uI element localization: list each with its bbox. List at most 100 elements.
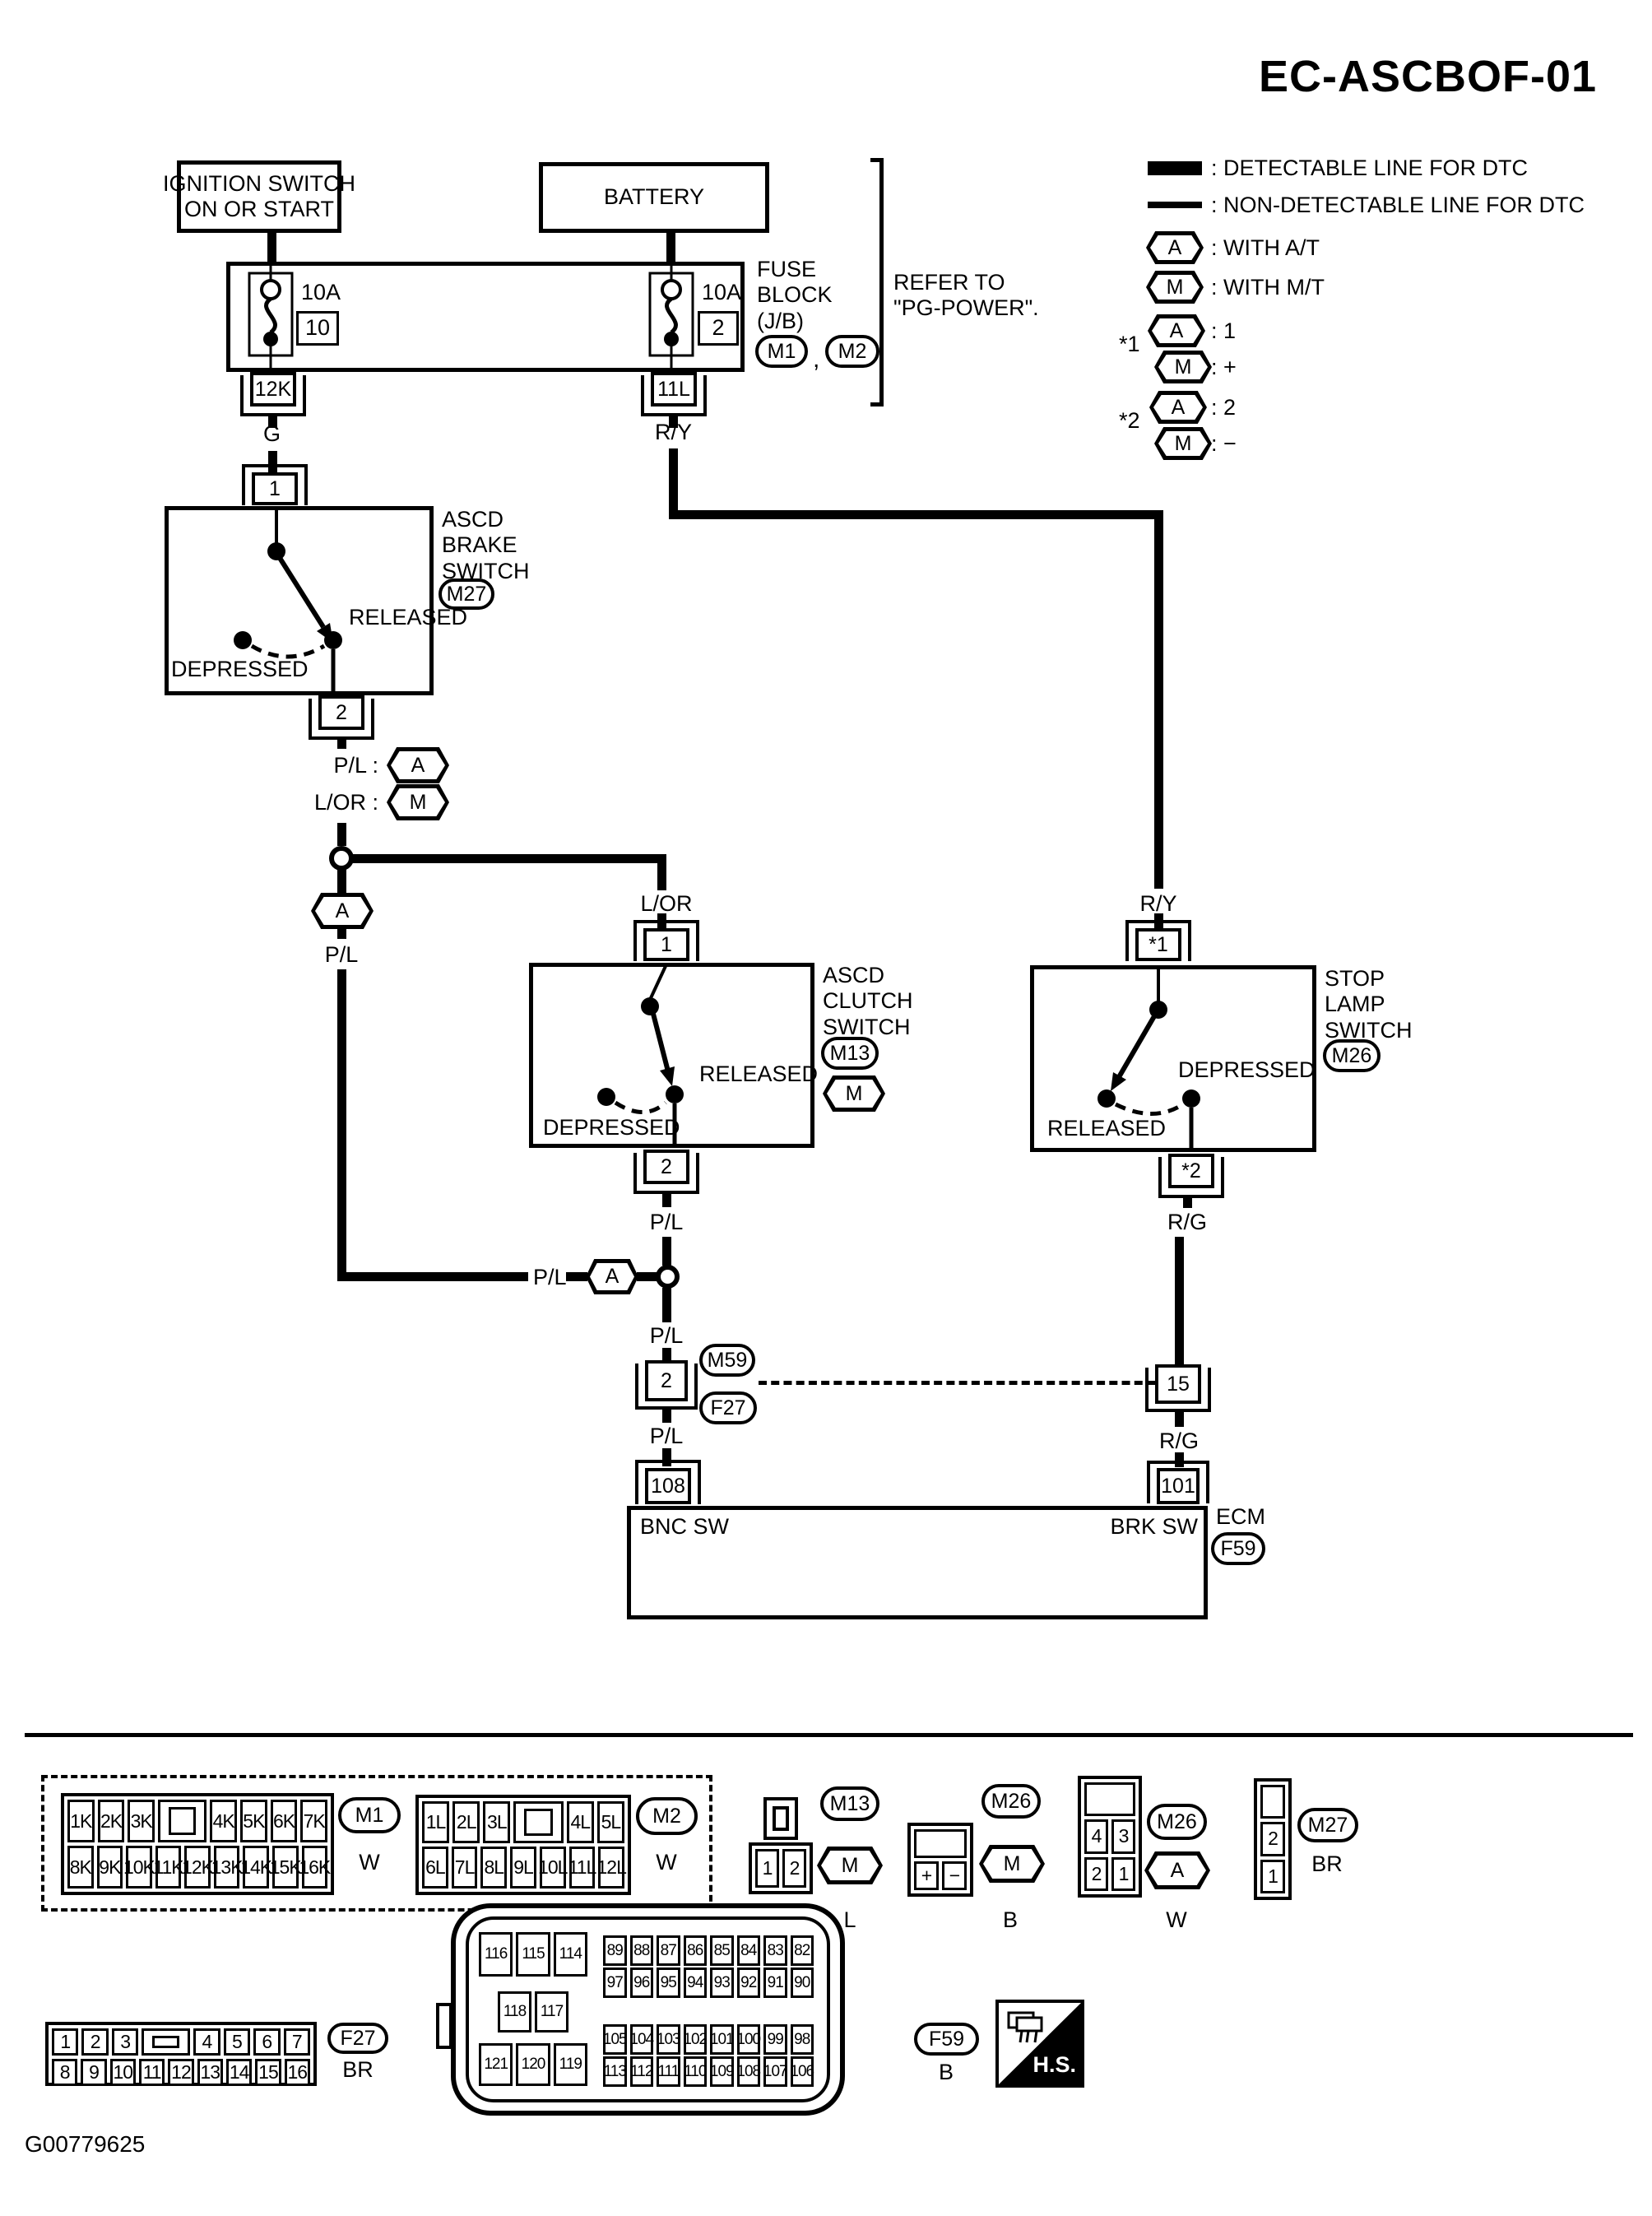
f59-connector-tab <box>436 2003 452 2049</box>
connector-cell: 110 <box>683 2056 707 2087</box>
connector-cell: 87 <box>657 1935 680 1966</box>
connector-cell: 15 <box>255 2059 281 2086</box>
connector-cell <box>142 2028 191 2056</box>
connector-cell <box>513 1801 564 1843</box>
connector-cell: 6 <box>253 2028 281 2056</box>
section-divider <box>25 1733 1633 1737</box>
brake-switch-contacts <box>234 508 342 695</box>
page-title: EC-ASCBOF-01 <box>1259 52 1598 101</box>
battery-box: BATTERY <box>539 162 769 233</box>
brake-at-wire-label: P/L : <box>333 753 378 778</box>
connector-cell: 102 <box>683 2024 708 2055</box>
terminal-bracket <box>633 920 699 961</box>
connector-ref-f27: F27 <box>699 1391 757 1424</box>
connector-cell <box>158 1800 207 1842</box>
connector-cell: 1 <box>1111 1856 1135 1891</box>
connector-cell: 85 <box>710 1935 734 1966</box>
connector-cell: 120 <box>516 2043 550 2086</box>
ecm-terminal-108: 108 <box>645 1468 691 1504</box>
connector-cell: 1K <box>67 1800 95 1842</box>
hexagon-letter: A <box>1169 318 1184 342</box>
connector-cell: 9L <box>510 1847 536 1888</box>
connector-color-f59: B <box>938 2060 954 2084</box>
fuse-symbol <box>248 263 294 370</box>
terminal-bracket <box>635 1460 701 1504</box>
terminal-11l: 11L <box>651 372 697 406</box>
connector-cell: 11 <box>138 2059 165 2086</box>
junction-node <box>656 1265 680 1289</box>
wire-stub <box>662 1448 671 1466</box>
connector-ref-label: M1 <box>767 339 796 363</box>
connector-cell: 98 <box>790 2024 814 2055</box>
connector-cell: 90 <box>790 1967 814 1998</box>
stop-released-label: RELEASED <box>1047 1116 1167 1141</box>
connector-cell: 7L <box>451 1847 478 1888</box>
connector-cell: 99 <box>763 2024 787 2055</box>
clutch-released-label: RELEASED <box>699 1062 819 1086</box>
connector-cell: 121 <box>479 2043 513 2086</box>
connector-cell: 1 <box>755 1849 779 1888</box>
connector-cell: 4 <box>1084 1819 1108 1854</box>
connector-ref-f59: F59 <box>1211 1532 1265 1565</box>
connector-cell: + <box>914 1861 939 1890</box>
connector-cell: 5 <box>223 2028 251 2056</box>
clutch-depressed-label: DEPRESSED <box>543 1115 680 1140</box>
connector-cell: 10K <box>123 1846 155 1888</box>
wire-color-rg: R/G <box>1167 1210 1207 1234</box>
ecm-terminal-101: 101 <box>1157 1468 1200 1504</box>
connector-ref-label: M13 <box>829 1041 870 1065</box>
hexagon-letter: A <box>1167 235 1182 259</box>
terminal-bracket <box>641 375 707 416</box>
wire-pl-horizontal <box>337 1272 528 1281</box>
wire-ry-vertical <box>1154 510 1163 889</box>
brake-mt-wire-label: L/OR : <box>313 790 378 815</box>
connector-cell: 2 <box>782 1849 806 1888</box>
connector-cell: 95 <box>657 1967 680 1998</box>
wire-pl-long-drop <box>337 969 346 1280</box>
brake-depressed-label: DEPRESSED <box>171 657 309 681</box>
hexagon-letter: M <box>1166 275 1184 299</box>
connector-cell: 3 <box>1111 1819 1135 1854</box>
clutch-switch-name: ASCD CLUTCH SWITCH <box>823 963 913 1039</box>
refer-note: REFER TO "PG-POWER". <box>893 270 1039 321</box>
m26b-mt-hexagon: M <box>979 1845 1045 1883</box>
wire-stub <box>1175 1452 1184 1467</box>
hexagon-letter: M <box>409 790 427 814</box>
connector-ref-label: M26 <box>1157 1810 1197 1833</box>
legend-with-at-label: : WITH A/T <box>1211 235 1320 260</box>
terminal-bracket <box>1158 1157 1224 1198</box>
connector-cell: 83 <box>763 1935 787 1966</box>
ecm-bnc-sw-label: BNC SW <box>640 1514 729 1539</box>
connector-cell: 11L <box>568 1847 596 1888</box>
ignition-feed-wire <box>267 233 276 263</box>
connector-ref-m27: M27 <box>439 578 494 610</box>
m13-mt-hexagon: M <box>817 1847 883 1884</box>
branch-at-hexagon: A <box>311 893 374 929</box>
wire-stub <box>1175 1412 1184 1427</box>
legend-star2-m-value: : − <box>1211 431 1237 456</box>
fuse-block-label: FUSE BLOCK (J/B) <box>757 257 833 333</box>
connector-cell: 12K <box>182 1846 214 1888</box>
legend-star2-m-hexagon: M <box>1154 427 1212 460</box>
connector-ref-label: F59 <box>1220 1536 1256 1560</box>
connector-ref-label: F27 <box>710 1396 746 1419</box>
ignition-switch-box: IGNITION SWITCH ON OR START <box>163 160 355 233</box>
connector-row <box>1260 1785 1285 1819</box>
wire-stub <box>637 1272 658 1281</box>
clutch-terminal-2: 2 <box>643 1150 689 1184</box>
legend-at-hexagon: A <box>1146 231 1204 264</box>
connector-cell <box>1260 1785 1285 1819</box>
connector-cell: 2L <box>452 1801 480 1843</box>
connector-cell: 2 <box>81 2028 109 2056</box>
ecm-label: ECM <box>1216 1504 1265 1529</box>
connector-cell: 86 <box>683 1935 707 1966</box>
